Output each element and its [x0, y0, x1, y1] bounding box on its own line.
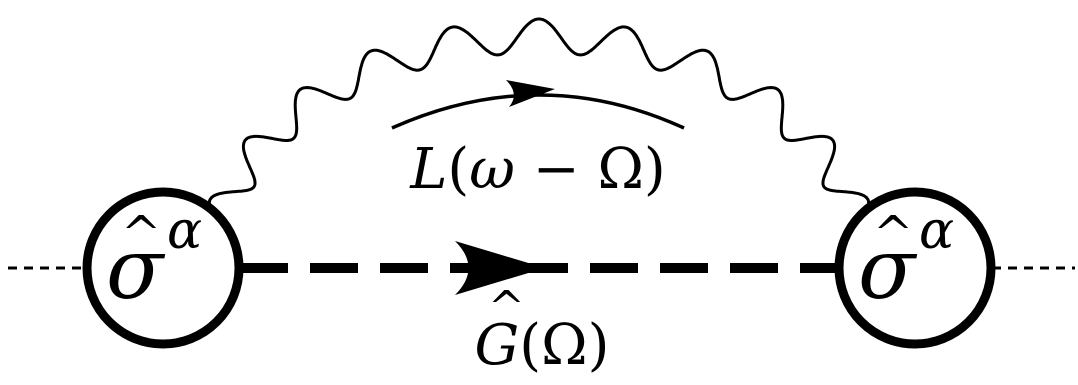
vertex-left-label: σ ^ α: [106, 201, 202, 318]
propagator-label-text: G(Ω): [475, 313, 610, 378]
vertex-right-superscript: α: [919, 201, 954, 261]
vertex-right-circle: [834, 187, 996, 349]
vertex-right-hat: ^: [873, 206, 913, 262]
momentum-arc: [391, 93, 685, 130]
propagator-label-hat: ^: [488, 282, 525, 333]
propagator-arrow-icon: [455, 241, 545, 295]
vertex-left-circle: [82, 187, 244, 349]
momentum-arrow-icon: [506, 80, 555, 107]
vertex-left-superscript: α: [167, 201, 202, 261]
vertex-right-label: σ ^ α: [858, 201, 954, 318]
vertex-left-sigma: σ: [106, 220, 166, 318]
wavy-line-label: L(ω − Ω): [409, 137, 666, 202]
propagator-label: ^ G(Ω): [475, 282, 610, 378]
vertex-right-sigma: σ: [858, 220, 918, 318]
vertex-left-hat: ^: [121, 206, 161, 262]
wavy-line: [207, 17, 871, 223]
